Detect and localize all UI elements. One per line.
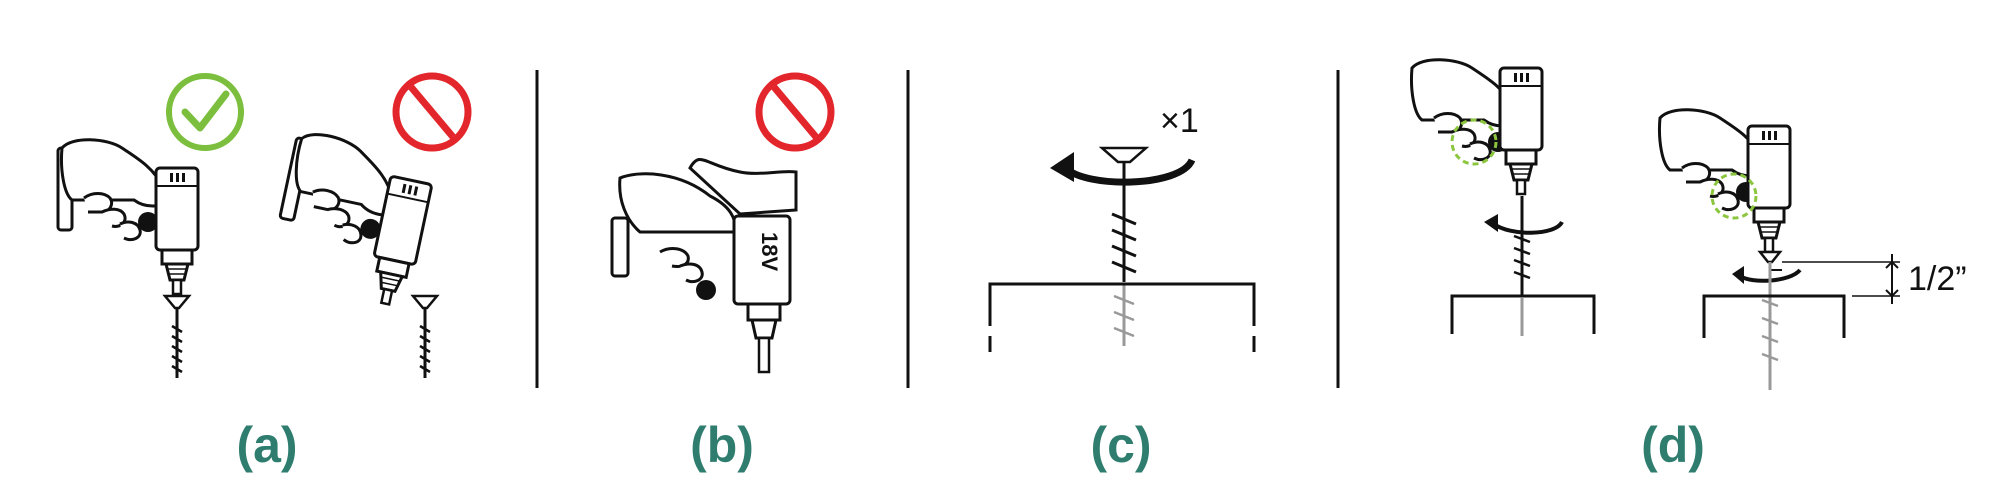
drill-voltage-label: 18V [757, 232, 782, 271]
panel-label-d: (d) [1641, 417, 1705, 473]
panel-d: 1/2” [1409, 58, 1967, 390]
trigger-highlight [1450, 118, 1498, 166]
screw [1098, 146, 1150, 346]
check-circle-icon [166, 73, 244, 151]
prohibit-icon [755, 72, 835, 152]
depth-label: 1/2” [1908, 260, 1967, 298]
drill-driving-screw [1409, 58, 1596, 336]
drill-stop-short: 1/2” [1657, 108, 1967, 390]
trigger-highlight [1710, 172, 1758, 220]
correct-grip-drill [56, 138, 200, 380]
panel-label-c: (c) [1090, 417, 1151, 473]
panel-label-a: (a) [236, 417, 297, 473]
wood-surface [988, 282, 1256, 352]
panel-b: 18V [610, 72, 835, 374]
prohibit-icon [392, 72, 472, 152]
tilted-grip-drill [278, 128, 439, 380]
panel-a [56, 72, 472, 380]
depth-dimension [1782, 254, 1900, 304]
rotation-multiplier: ×1 [1160, 102, 1199, 140]
panel-label-b: (b) [690, 417, 754, 473]
panel-c: ×1 [988, 102, 1256, 352]
rotation-arrow [1050, 152, 1196, 186]
two-hand-drill: 18V [610, 157, 798, 374]
